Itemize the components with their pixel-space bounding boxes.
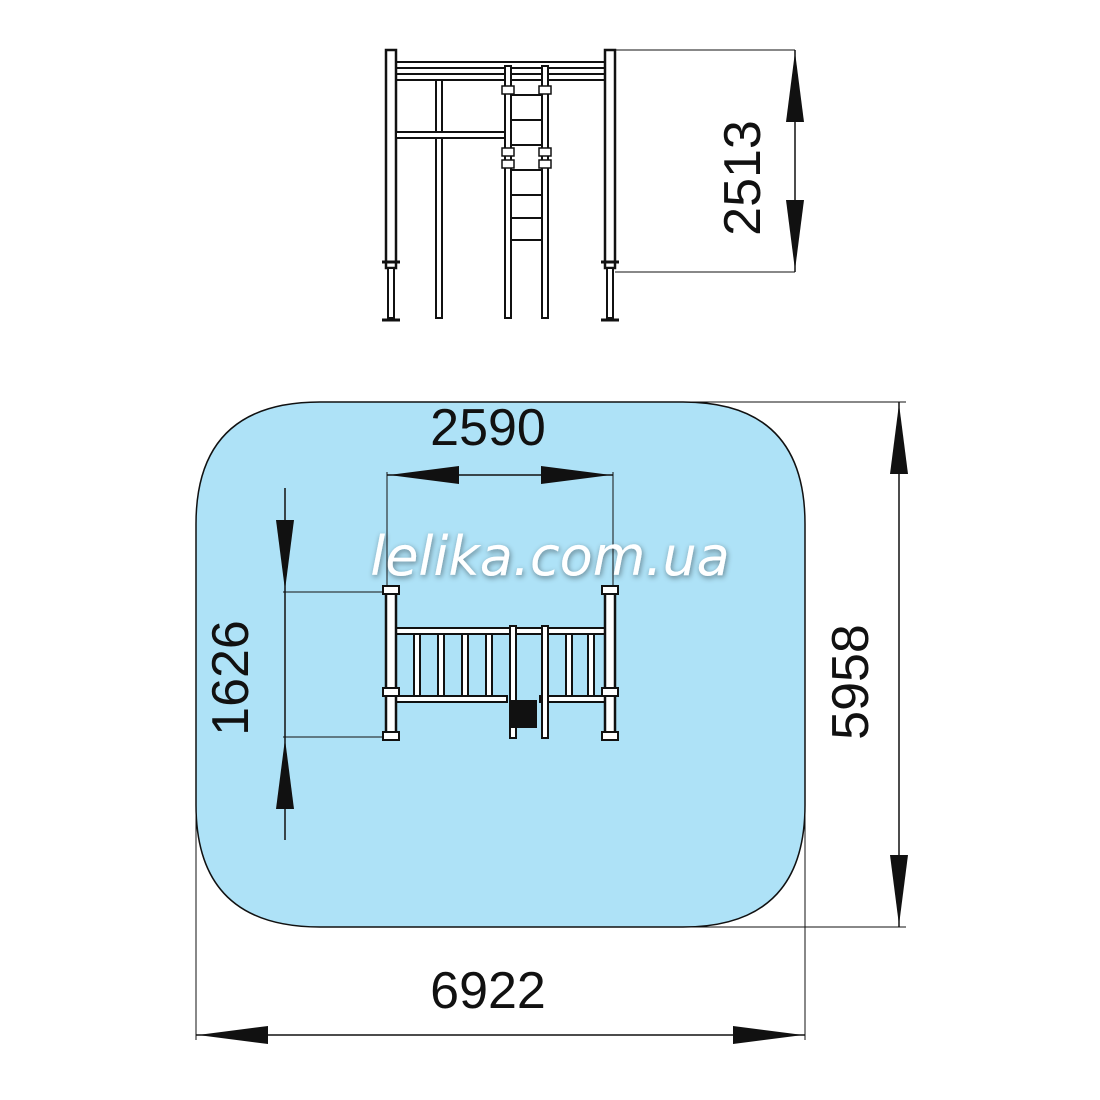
dimension-arrow-height [786,52,804,270]
equipment-top-view [283,472,619,840]
dimension-arrow-depth [276,520,294,809]
dimension-arrow-width [389,466,611,484]
dimension-depth-label: 1626 [202,620,260,736]
dimension-width-label: 2590 [430,399,546,457]
dimension-zone-depth-label: 5958 [822,624,880,740]
dimension-arrow-zone-width [198,1026,803,1044]
safety-zone [195,401,806,928]
front-view [382,48,796,322]
dimension-zone-width-label: 6922 [430,962,546,1020]
dimension-zone-depth [683,401,906,928]
dimension-zone-width [195,805,806,1040]
dimension-height-label: 2513 [714,120,772,236]
watermark: lelika.com.ua [370,525,730,588]
dimension-arrow-zone-depth [890,404,908,925]
